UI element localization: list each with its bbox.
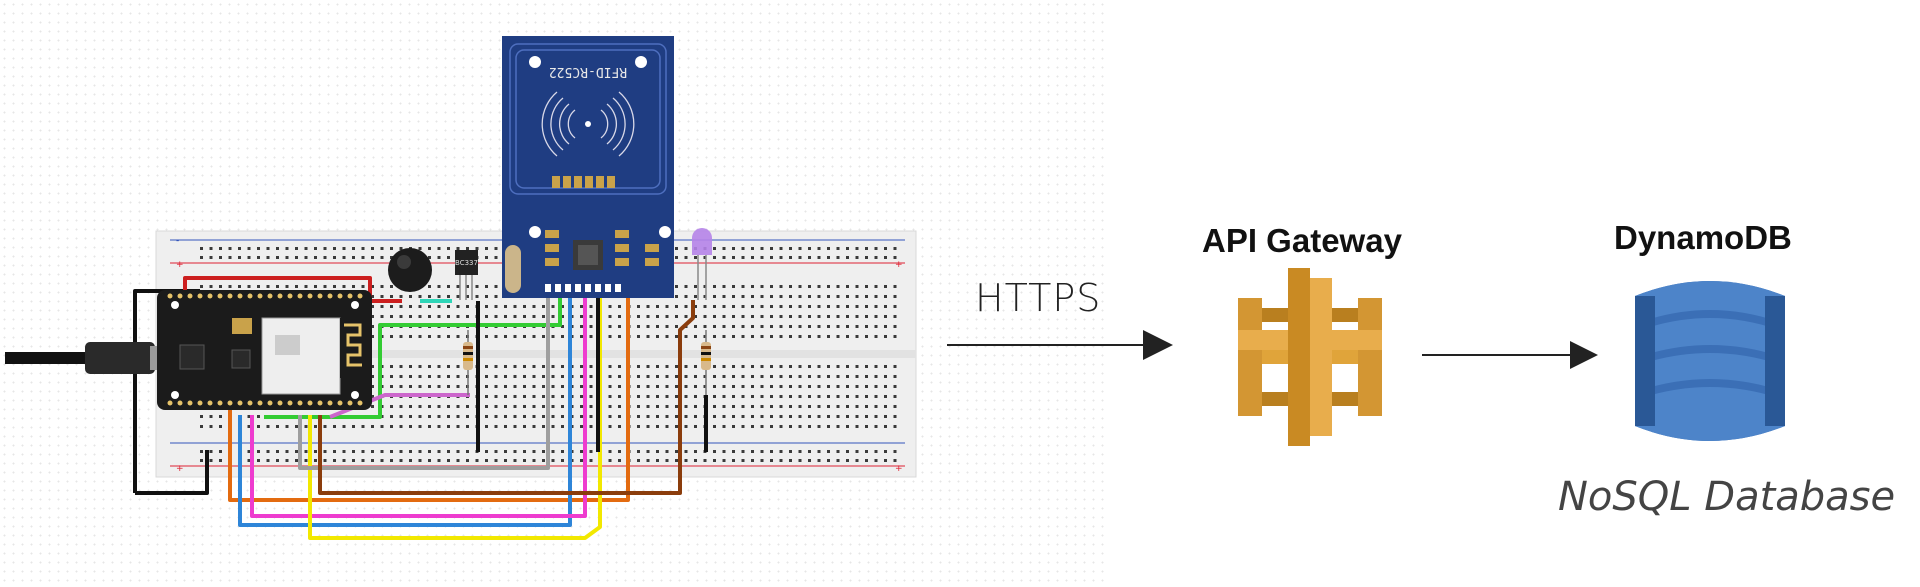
dynamodb-title: DynamoDB	[1614, 219, 1792, 256]
https-label: HTTPS	[975, 276, 1102, 320]
api-to-dynamodb-arrow	[1422, 341, 1598, 369]
buzzer	[388, 248, 432, 292]
svg-text:-: -	[176, 236, 179, 246]
transistor-label: BC337	[455, 259, 478, 267]
svg-text:+: +	[176, 464, 184, 474]
esp8266-board	[157, 290, 372, 410]
svg-text:+: +	[176, 260, 184, 270]
https-arrow	[947, 330, 1173, 360]
api-gateway-icon	[1238, 268, 1382, 446]
resistor-1	[463, 330, 473, 395]
transistor: BC337	[455, 250, 478, 300]
resistor-2	[701, 330, 711, 395]
led	[692, 228, 712, 300]
breadboard-circuit: - + + + +	[5, 36, 917, 540]
dynamodb-subtitle: NoSQL Database	[1558, 474, 1896, 520]
api-gateway-title: API Gateway	[1202, 222, 1402, 259]
svg-text:+: +	[895, 464, 903, 474]
svg-text:+: +	[895, 260, 903, 270]
rfid-label: RFID-RC522	[549, 64, 627, 79]
rfid-rc522-module: RFID-RC522	[502, 36, 674, 298]
dynamodb-icon	[1635, 281, 1785, 441]
usb-cable	[5, 342, 165, 374]
